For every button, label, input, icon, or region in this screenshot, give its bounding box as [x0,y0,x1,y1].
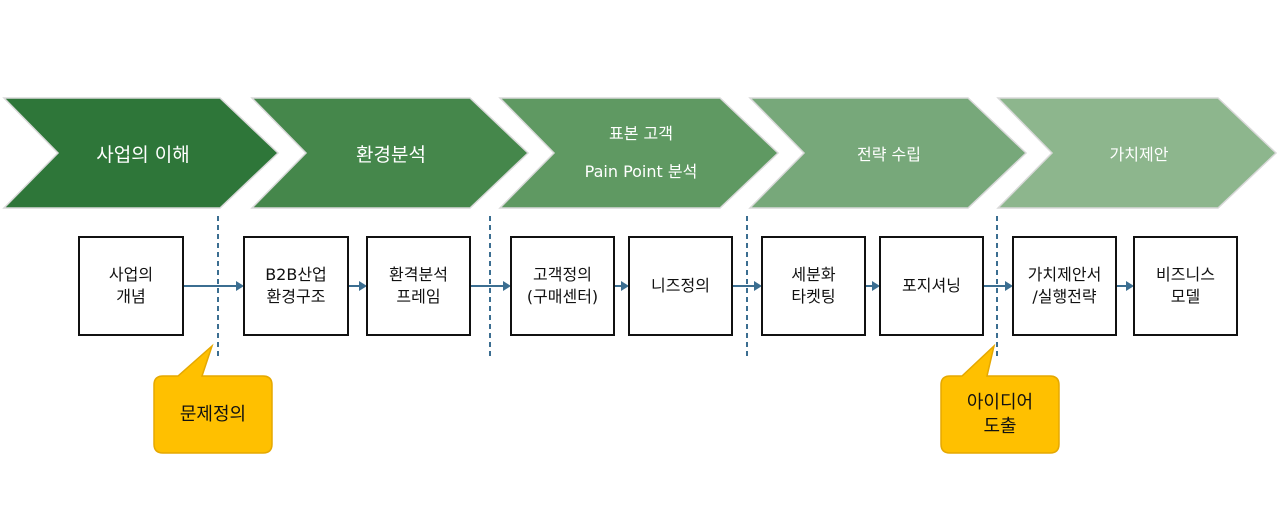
connector-4 [615,281,629,291]
connector-5 [733,281,762,291]
callout-bubble-2 [940,343,1060,454]
connector-1 [184,281,244,291]
step-box-5: 니즈정의 [628,236,733,336]
stage-chevron-5 [996,97,1278,209]
callout-bubble-1 [153,343,273,454]
stage-chevron-4 [748,97,1028,209]
step-box-4: 고객정의 (구매센터) [510,236,615,336]
callout-label-2: 아이디어 도출 [966,391,1034,437]
connector-3 [471,281,511,291]
step-box-8: 가치제안서 /실행전략 [1012,236,1117,336]
stage-label-5: 가치제안 [1109,145,1169,164]
stage-label-1: 사업의 이해 [96,143,190,166]
connector-2 [349,281,367,291]
stage-label-2: 환경분석 [356,143,426,166]
connector-7 [984,281,1013,291]
stage-label-3: 표본 고객 Pain Point 분석 [584,124,698,181]
connector-6 [866,281,880,291]
step-box-3: 환격분석 프레임 [366,236,471,336]
callout-label-1: 문제정의 [179,403,247,425]
step-box-7: 포지셔닝 [879,236,984,336]
step-box-1: 사업의 개념 [78,236,184,336]
step-box-9: 비즈니스 모델 [1133,236,1238,336]
stage-label-4: 전략 수립 [857,145,921,164]
stage-chevron-3 [498,97,780,209]
step-box-6: 세분화 타켓팅 [761,236,866,336]
stage-chevron-1 [2,97,280,209]
connector-8 [1117,281,1134,291]
step-box-2: B2B산업 환경구조 [243,236,349,336]
stage-chevron-2 [250,97,530,209]
